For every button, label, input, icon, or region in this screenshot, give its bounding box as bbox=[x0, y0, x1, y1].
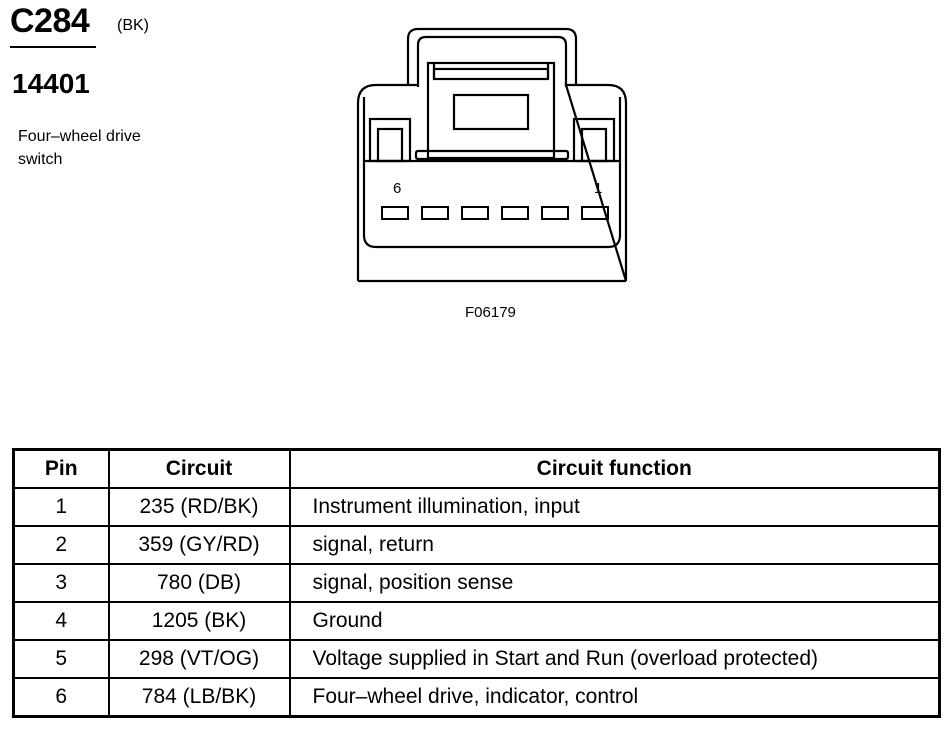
header-pin: Pin bbox=[12, 448, 110, 489]
left-shoulder bbox=[368, 117, 412, 163]
header-circuit-function: Circuit function bbox=[288, 448, 941, 489]
table-row: 1 235 (RD/BK) Instrument illumination, i… bbox=[12, 487, 941, 527]
latch-tab-recess bbox=[452, 93, 530, 131]
pin-3-terminal bbox=[501, 206, 529, 220]
connector-body bbox=[356, 83, 628, 282]
pin-cell: 1 bbox=[12, 487, 110, 527]
component-description: Four–wheel drive switch bbox=[18, 128, 141, 168]
table-row: 6 784 (LB/BK) Four–wheel drive, indicato… bbox=[12, 677, 941, 718]
latch-tab-inner bbox=[432, 67, 550, 81]
pin-cell: 6 bbox=[12, 677, 110, 718]
circuit-cell: 784 (LB/BK) bbox=[107, 677, 291, 718]
table-row: 3 780 (DB) signal, position sense bbox=[12, 563, 941, 603]
right-shoulder bbox=[572, 117, 616, 163]
circuit-cell: 359 (GY/RD) bbox=[107, 525, 291, 565]
function-cell: Voltage supplied in Start and Run (overl… bbox=[288, 639, 941, 679]
pin-table: Pin Circuit Circuit function 1 235 (RD/B… bbox=[12, 448, 941, 718]
function-cell: signal, return bbox=[288, 525, 941, 565]
latch-outer bbox=[406, 27, 578, 85]
pin-1-terminal bbox=[581, 206, 609, 220]
pin-6-label: 6 bbox=[393, 180, 401, 197]
pin-cell: 4 bbox=[12, 601, 110, 641]
table-row: 2 359 (GY/RD) signal, return bbox=[12, 525, 941, 565]
table-header-row: Pin Circuit Circuit function bbox=[12, 448, 941, 489]
pin-4-terminal bbox=[461, 206, 489, 220]
pin-cell: 5 bbox=[12, 639, 110, 679]
function-cell: Instrument illumination, input bbox=[288, 487, 941, 527]
pin-5-terminal bbox=[421, 206, 449, 220]
header-circuit: Circuit bbox=[107, 448, 291, 489]
circuit-cell: 298 (VT/OG) bbox=[107, 639, 291, 679]
table-row: 5 298 (VT/OG) Voltage supplied in Start … bbox=[12, 639, 941, 679]
connector-color: (BK) bbox=[117, 17, 149, 34]
pin-2-terminal bbox=[541, 206, 569, 220]
pin-cell: 2 bbox=[12, 525, 110, 565]
function-cell: signal, position sense bbox=[288, 563, 941, 603]
circuit-cell: 235 (RD/BK) bbox=[107, 487, 291, 527]
function-cell: Ground bbox=[288, 601, 941, 641]
circuit-cell: 780 (DB) bbox=[107, 563, 291, 603]
latch-inner bbox=[416, 35, 568, 87]
latch-tab-outer bbox=[426, 61, 556, 160]
pin-6-terminal bbox=[381, 206, 409, 220]
function-cell: Four–wheel drive, indicator, control bbox=[288, 677, 941, 718]
connector-face-diagram: 6 1 bbox=[356, 27, 628, 283]
table-row: 4 1205 (BK) Ground bbox=[12, 601, 941, 641]
circuit-cell: 1205 (BK) bbox=[107, 601, 291, 641]
pin-cell: 3 bbox=[12, 563, 110, 603]
figure-id: F06179 bbox=[465, 304, 516, 321]
connector-id-underline bbox=[10, 46, 96, 48]
connector-id: C284 bbox=[10, 2, 90, 40]
part-number: 14401 bbox=[12, 68, 90, 99]
pin-1-label: 1 bbox=[594, 180, 602, 197]
